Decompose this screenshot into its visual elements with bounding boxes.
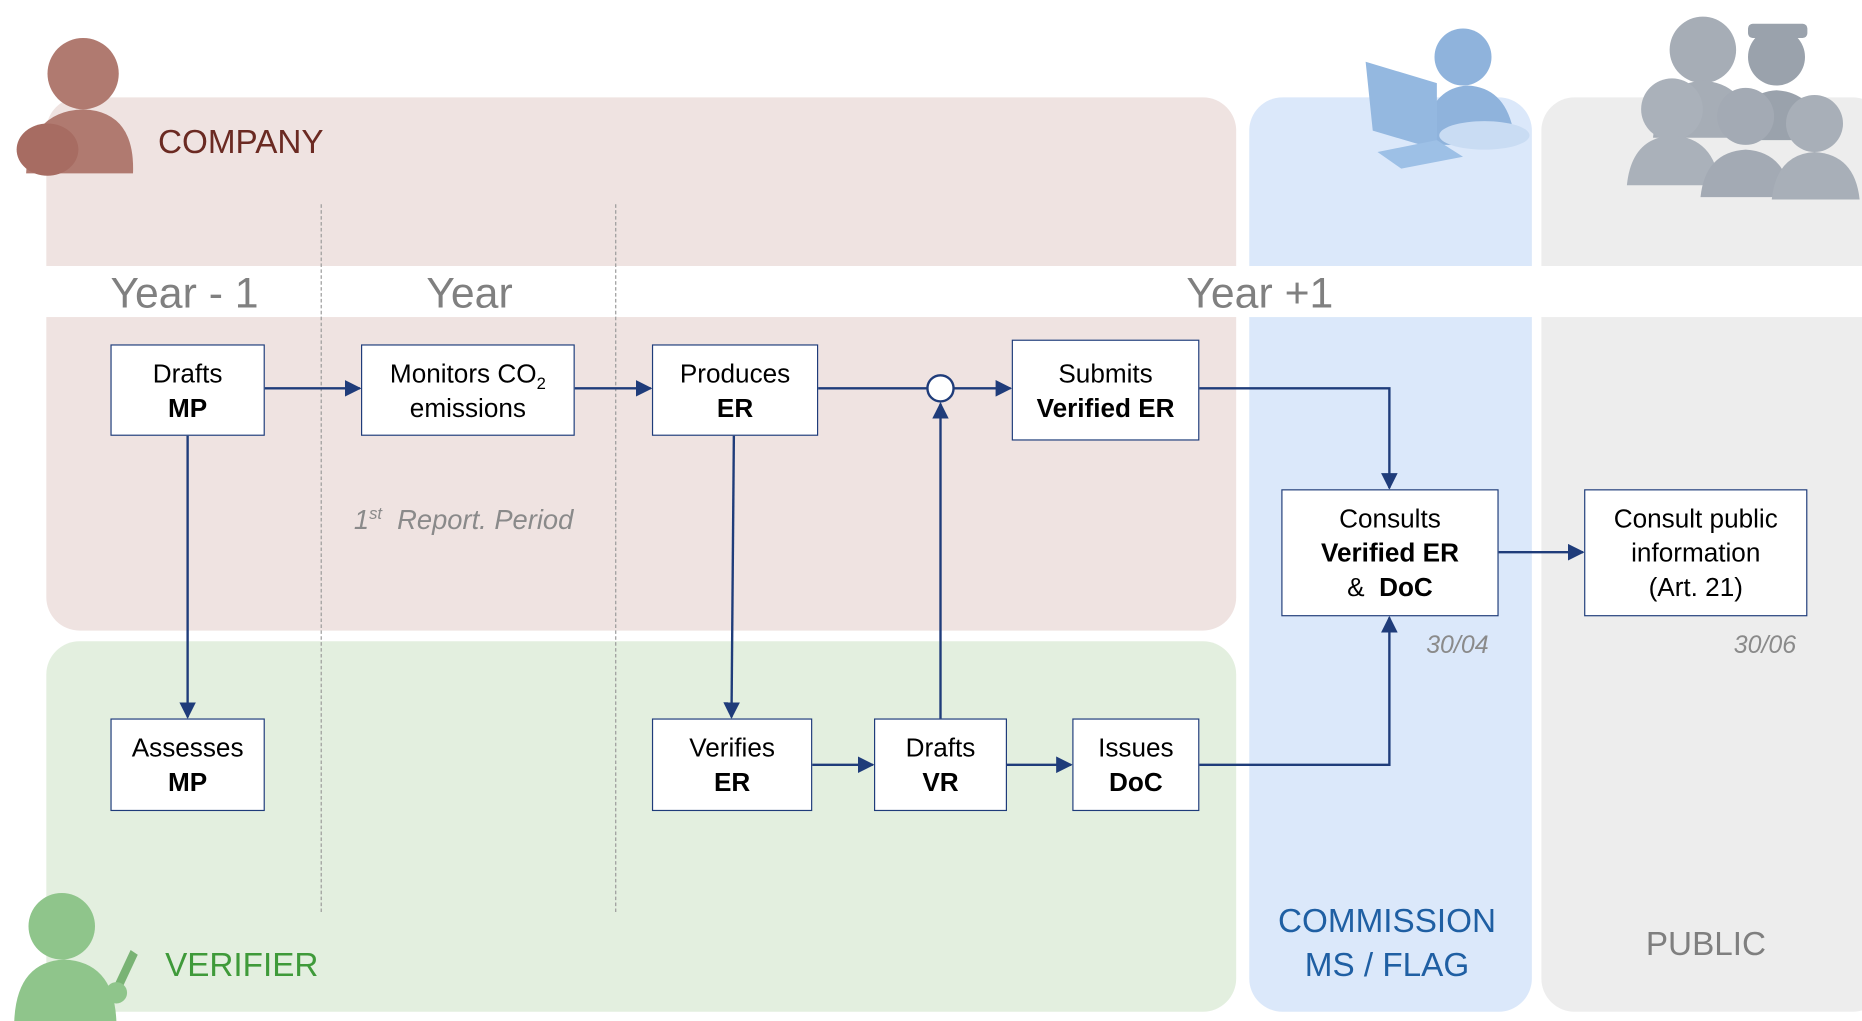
arrow-submits-to-consults <box>1198 388 1389 488</box>
consults-line2: Verified ER <box>1321 536 1459 570</box>
verifies-er-line1: Verifies <box>689 730 775 764</box>
public-deadline: 30/06 <box>1734 632 1796 661</box>
consult-public-box: Consult public information (Art. 21) <box>1584 489 1807 616</box>
produces-er-line2: ER <box>717 390 753 424</box>
consults-box: Consults Verified ER & DoC <box>1281 489 1498 616</box>
verifies-er-line2: ER <box>714 765 750 799</box>
submits-line1: Submits <box>1058 356 1152 390</box>
submits-verified-er-box: Submits Verified ER <box>1012 340 1200 441</box>
monitors-co2-line1: Monitors CO2 <box>390 356 546 390</box>
junction-node <box>927 375 953 401</box>
assesses-mp-line1: Assesses <box>132 730 244 764</box>
arrow-produces-to-verifies <box>732 435 734 718</box>
issues-doc-line1: Issues <box>1098 730 1174 764</box>
monitors-co2-line2: emissions <box>410 390 526 424</box>
submits-line2: Verified ER <box>1037 390 1175 424</box>
consult-public-line2: information <box>1631 536 1760 570</box>
assesses-mp-box: Assesses MP <box>110 718 264 811</box>
drafts-vr-line2: VR <box>922 765 958 799</box>
consults-line3: & DoC <box>1347 570 1433 604</box>
produces-er-line1: Produces <box>680 356 790 390</box>
drafts-vr-line1: Drafts <box>906 730 976 764</box>
commission-deadline: 30/04 <box>1426 632 1488 661</box>
drafts-mp-box: Drafts MP <box>110 344 264 435</box>
drafts-mp-line1: Drafts <box>153 356 223 390</box>
drafts-vr-box: Drafts VR <box>874 718 1007 811</box>
produces-er-box: Produces ER <box>652 344 818 435</box>
issues-doc-box: Issues DoC <box>1072 718 1199 811</box>
issues-doc-line2: DoC <box>1109 765 1163 799</box>
assesses-mp-line2: MP <box>168 765 207 799</box>
drafts-mp-line2: MP <box>168 390 207 424</box>
consult-public-line3: (Art. 21) <box>1649 570 1743 604</box>
arrow-issues-to-consults <box>1198 618 1389 765</box>
consults-line1: Consults <box>1339 501 1441 535</box>
consult-public-line1: Consult public <box>1614 501 1778 535</box>
monitors-co2-box: Monitors CO2 emissions <box>361 344 575 435</box>
verifies-er-box: Verifies ER <box>652 718 812 811</box>
